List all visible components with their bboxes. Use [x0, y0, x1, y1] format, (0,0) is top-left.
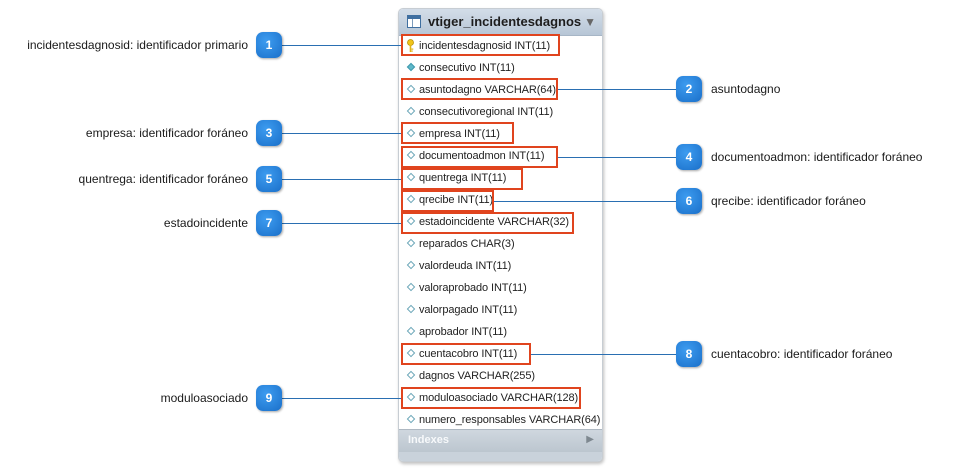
diamond-icon [406, 326, 416, 336]
column-label: aprobador INT(11) [419, 326, 507, 338]
column-row[interactable]: documentoadmon INT(11) [399, 146, 602, 168]
table-title: vtiger_incidentesdagnos [428, 14, 582, 29]
diamond-icon [406, 282, 416, 292]
connector-line [531, 354, 676, 355]
column-row[interactable]: reparados CHAR(3) [399, 234, 602, 256]
column-label: consecutivoregional INT(11) [419, 106, 554, 118]
highlight-box [401, 168, 523, 190]
highlight-box [401, 78, 558, 100]
highlight-box [401, 146, 558, 168]
column-row[interactable]: consecutivo INT(11) [399, 58, 602, 80]
column-label: numero_responsables VARCHAR(64) [419, 414, 601, 426]
column-label: quentrega INT(11) [419, 172, 507, 184]
callout-badge-8: 8 [676, 341, 702, 367]
expand-arrow-icon[interactable]: ▶ [586, 434, 594, 445]
callout-text-5: quentrega: identificador foráneo [78, 172, 248, 186]
connector-line [281, 223, 401, 224]
callout-badge-9: 9 [256, 385, 282, 411]
highlight-box [401, 212, 574, 234]
callout-text-2: asuntodagno [711, 82, 781, 96]
connector-line [494, 201, 676, 202]
column-label: moduloasociado VARCHAR(128) [419, 392, 579, 404]
column-label: valordeuda INT(11) [419, 260, 512, 272]
column-label: estadoincidente VARCHAR(32) [419, 216, 569, 228]
table-footer [399, 452, 602, 461]
callout-text-9: moduloasociado [160, 391, 248, 405]
column-row[interactable]: valorpagado INT(11) [399, 300, 602, 322]
callout-text-6: qrecibe: identificador foráneo [711, 194, 866, 208]
diamond-icon [406, 304, 416, 314]
callout-text-1: incidentesdagnosid: identificador primar… [27, 38, 248, 52]
callout-badge-4: 4 [676, 144, 702, 170]
connector-line [558, 89, 676, 90]
callout-text-3: empresa: identificador foráneo [85, 126, 248, 140]
column-label: empresa INT(11) [419, 128, 500, 140]
column-row[interactable]: numero_responsables VARCHAR(64) [399, 410, 602, 432]
highlight-box [401, 122, 514, 144]
column-label: reparados CHAR(3) [419, 238, 515, 250]
diamond-icon [406, 260, 416, 270]
filled-diamond-icon [406, 62, 416, 72]
callout-text-4: documentoadmon: identificador foráneo [711, 150, 923, 164]
table-header[interactable]: vtiger_incidentesdagnos ▼ [399, 9, 602, 36]
callout-badge-1: 1 [256, 32, 282, 58]
column-label: valoraprobado INT(11) [419, 282, 527, 294]
indexes-section[interactable]: Indexes ▶ [399, 429, 602, 452]
column-label: incidentesdagnosid INT(11) [419, 40, 551, 52]
highlight-box [401, 343, 531, 365]
column-label: dagnos VARCHAR(255) [419, 370, 535, 382]
column-label: qrecibe INT(11) [419, 194, 494, 206]
highlight-box [401, 387, 581, 409]
connector-line [281, 179, 401, 180]
table-card[interactable]: vtiger_incidentesdagnos ▼ incidentesdagn… [398, 8, 603, 462]
highlight-box [401, 190, 494, 212]
table-icon [407, 15, 421, 28]
callout-text-7: estadoincidente [163, 216, 248, 230]
column-row[interactable]: cuentacobro INT(11) [399, 344, 602, 366]
diamond-icon [406, 106, 416, 116]
column-row[interactable]: estadoincidente VARCHAR(32) [399, 212, 602, 234]
callout-text-8: cuentacobro: identificador foráneo [711, 347, 893, 361]
highlight-box [401, 34, 560, 56]
column-label: asuntodagno VARCHAR(64) [419, 84, 556, 96]
diamond-icon [406, 370, 416, 380]
column-row[interactable]: valoraprobado INT(11) [399, 278, 602, 300]
column-row[interactable]: empresa INT(11) [399, 124, 602, 146]
column-row[interactable]: moduloasociado VARCHAR(128) [399, 388, 602, 410]
callout-badge-6: 6 [676, 188, 702, 214]
callout-badge-2: 2 [676, 76, 702, 102]
column-row[interactable]: aprobador INT(11) [399, 322, 602, 344]
column-label: valorpagado INT(11) [419, 304, 518, 316]
callout-badge-7: 7 [256, 210, 282, 236]
indexes-label: Indexes [408, 434, 449, 446]
column-row[interactable]: consecutivoregional INT(11) [399, 102, 602, 124]
column-label: cuentacobro INT(11) [419, 348, 518, 360]
column-row[interactable]: quentrega INT(11) [399, 168, 602, 190]
connector-line [281, 45, 401, 46]
callout-badge-5: 5 [256, 166, 282, 192]
primary-key-icon [407, 39, 414, 52]
connector-line [281, 398, 401, 399]
diamond-icon [406, 238, 416, 248]
connector-line [281, 133, 401, 134]
column-label: documentoadmon INT(11) [419, 150, 545, 162]
column-row[interactable]: qrecibe INT(11) [399, 190, 602, 212]
column-row[interactable]: dagnos VARCHAR(255) [399, 366, 602, 388]
diamond-icon [406, 414, 416, 424]
connector-line [558, 157, 676, 158]
column-row[interactable]: asuntodagno VARCHAR(64) [399, 80, 602, 102]
column-row[interactable]: valordeuda INT(11) [399, 256, 602, 278]
column-row[interactable]: incidentesdagnosid INT(11) [399, 36, 602, 58]
column-label: consecutivo INT(11) [419, 62, 515, 74]
collapse-triangle-icon[interactable]: ▼ [584, 15, 596, 29]
callout-badge-3: 3 [256, 120, 282, 146]
